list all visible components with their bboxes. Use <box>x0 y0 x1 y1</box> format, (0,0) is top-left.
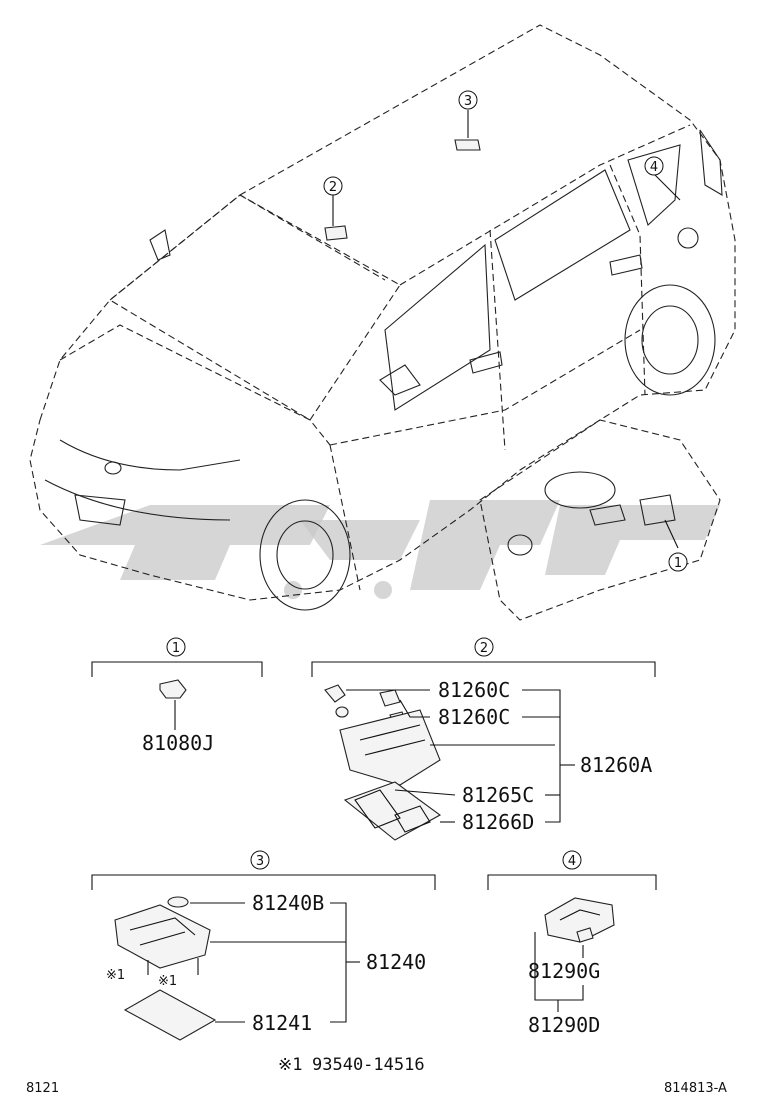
group-4: 4 81290G 81290D <box>487 850 657 1037</box>
svg-text:3: 3 <box>256 854 264 869</box>
bulb-81080j-icon <box>159 679 187 699</box>
map-lamp-lens-icon <box>343 781 442 841</box>
part-81290g: 81290G <box>528 959 600 983</box>
svg-text:2: 2 <box>480 641 488 656</box>
bulb-81290g-icon <box>576 927 594 943</box>
callout-2-car: 2 <box>323 176 343 196</box>
part-81265c: 81265C <box>462 783 534 807</box>
group-1: 1 81080J <box>91 637 263 755</box>
footer-left-code: 8121 <box>26 1081 59 1096</box>
svg-text:1: 1 <box>172 641 180 656</box>
bulb-icon <box>379 689 401 707</box>
bulb-81240b-icon <box>167 896 189 908</box>
assembly-81240: 81240 <box>366 950 426 974</box>
luggage-lamp-icon <box>544 897 615 943</box>
room-lamp-lens-icon <box>123 989 217 1041</box>
footnote-mark: ※1 <box>278 1055 302 1075</box>
footnote-part: 93540-14516 <box>312 1055 425 1075</box>
callout-1-car: 1 <box>668 552 688 572</box>
assembly-81260a: 81260A <box>580 753 652 777</box>
svg-text:3: 3 <box>464 94 472 109</box>
group-2: 2 81260C 81260C 81260A 81265C 81266D <box>311 637 656 841</box>
callout-4-car: 4 <box>644 156 664 176</box>
part-81266d: 81266D <box>462 810 534 834</box>
svg-text:2: 2 <box>329 180 337 195</box>
group-3: 3 ※1 ※1 81240B 81240 81241 <box>91 850 436 1041</box>
footnote: ※1 93540-14516 <box>278 1055 425 1075</box>
watermark-logo <box>40 500 720 599</box>
vehicle-illustration <box>29 24 736 621</box>
assembly-81290d: 81290D <box>528 1013 600 1037</box>
svg-text:4: 4 <box>650 160 658 175</box>
svg-text:1: 1 <box>674 556 682 571</box>
part-81241: 81241 <box>252 1011 312 1035</box>
room-lamp-housing-icon <box>114 904 211 969</box>
screw-mark-a: ※1 <box>106 968 125 983</box>
part-81080j: 81080J <box>142 731 214 755</box>
map-lamp-housing-icon <box>339 709 441 786</box>
screw-mark-b: ※1 <box>158 974 177 989</box>
part-81240b: 81240B <box>252 891 324 915</box>
bulb-icon <box>324 684 346 703</box>
part-81260c-a: 81260C <box>438 678 510 702</box>
footer-right-code: 814813-A <box>664 1081 727 1096</box>
part-81260c-b: 81260C <box>438 705 510 729</box>
svg-text:4: 4 <box>568 854 576 869</box>
callout-3-car: 3 <box>458 90 478 110</box>
